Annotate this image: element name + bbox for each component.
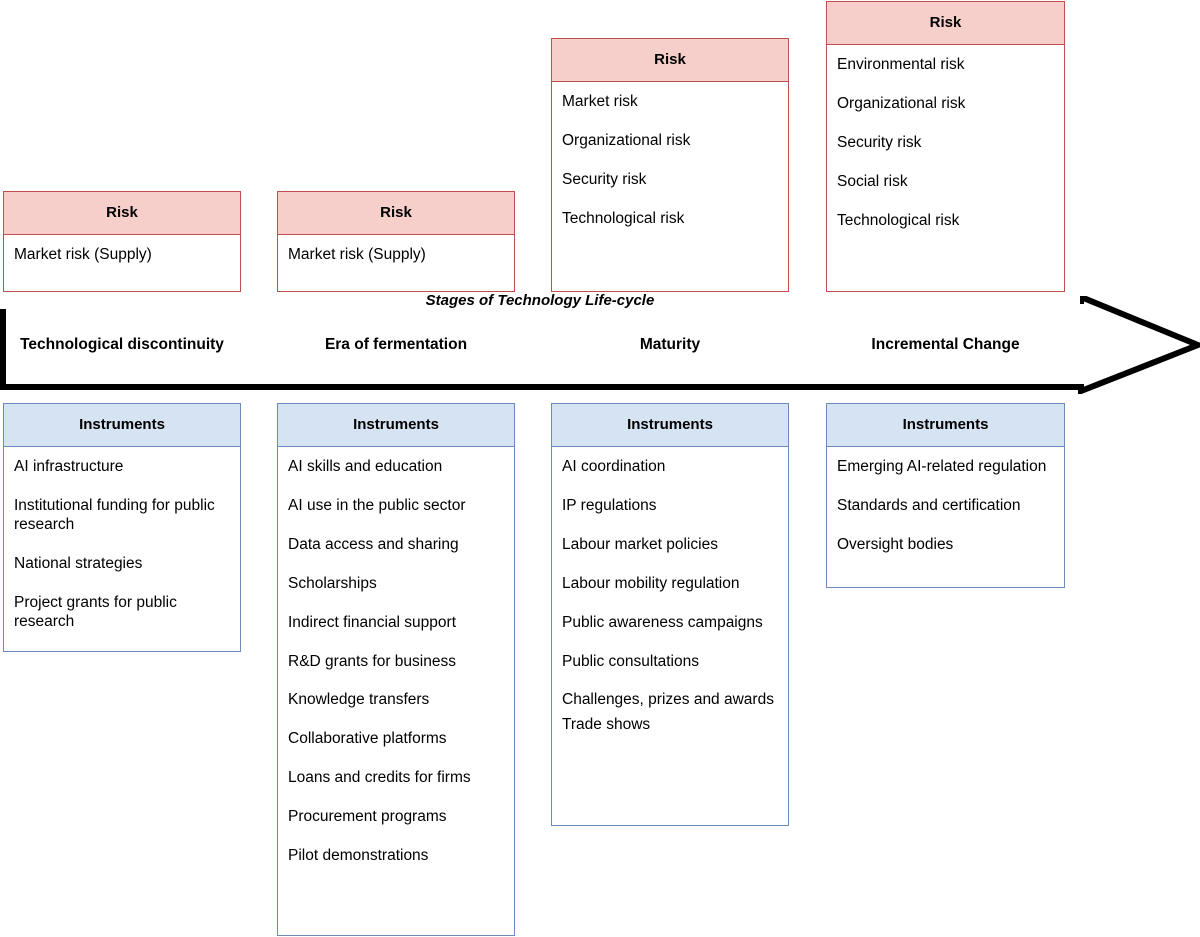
- instruments-card-technological-discontinuity: Instruments AI infrastructure Institutio…: [3, 403, 241, 652]
- risk-card-body: Market risk (Supply): [278, 235, 514, 275]
- instruments-card-maturity: Instruments AI coordination IP regulatio…: [551, 403, 789, 826]
- instrument-item: AI infrastructure: [14, 458, 124, 475]
- risk-item: Environmental risk: [837, 56, 965, 73]
- instruments-card-incremental-change: Instruments Emerging AI-related regulati…: [826, 403, 1065, 588]
- risk-card-title: Risk: [4, 192, 240, 235]
- instrument-item: Pilot demonstrations: [288, 847, 429, 865]
- instruments-card-body: Emerging AI-related regulation Standards…: [827, 447, 1064, 565]
- instrument-item: R&D grants for business: [288, 652, 456, 670]
- risk-card-technological-discontinuity: Risk Market risk (Supply): [3, 191, 241, 292]
- risk-card-body: Market risk (Supply): [4, 235, 240, 275]
- instruments-card-body: AI infrastructure Institutional funding …: [4, 447, 240, 641]
- risk-item: Organizational risk: [837, 94, 966, 112]
- instrument-item: Data access and sharing: [288, 535, 459, 553]
- instruments-card-title: Instruments: [827, 404, 1064, 447]
- risk-item: Security risk: [562, 170, 647, 188]
- instruments-card-title: Instruments: [278, 404, 514, 447]
- instrument-item: IP regulations: [562, 496, 657, 514]
- instrument-item: Scholarships: [288, 574, 377, 592]
- stage-label-technological-discontinuity: Technological discontinuity: [20, 336, 224, 353]
- instrument-item: Labour market policies: [562, 535, 718, 553]
- instrument-item: Oversight bodies: [837, 535, 954, 553]
- instrument-item: National strategies: [14, 554, 143, 572]
- stage-label-era-of-fermentation: Era of fermentation: [324, 336, 468, 353]
- instrument-item: Procurement programs: [288, 808, 447, 826]
- instrument-item: Public awareness campaigns: [562, 613, 763, 631]
- risk-item: Technological risk: [562, 209, 685, 227]
- instrument-item: Loans and credits for firms: [288, 769, 471, 787]
- risk-item: Organizational risk: [562, 131, 691, 149]
- stage-label-maturity: Maturity: [639, 336, 701, 353]
- risk-card-era-of-fermentation: Risk Market risk (Supply): [277, 191, 515, 292]
- risk-item: Social risk: [837, 172, 908, 190]
- instrument-item: AI use in the public sector: [288, 496, 466, 514]
- instruments-card-body: AI skills and education AI use in the pu…: [278, 447, 514, 876]
- risk-item: Market risk (Supply): [288, 246, 426, 263]
- risk-card-title: Risk: [552, 39, 788, 82]
- instruments-card-body: AI coordination IP regulations Labour ma…: [552, 447, 788, 745]
- risk-item: Market risk (Supply): [14, 246, 152, 263]
- instrument-item: Labour mobility regulation: [562, 574, 740, 592]
- instrument-item: Institutional funding for public researc…: [14, 496, 215, 533]
- stage-label-incremental-change: Incremental Change: [871, 336, 1020, 353]
- technology-lifecycle-arrow: [0, 296, 1200, 394]
- instrument-item: Knowledge transfers: [288, 691, 430, 709]
- risk-item: Technological risk: [837, 211, 960, 229]
- instrument-item: Public consultations: [562, 652, 699, 670]
- instruments-card-era-of-fermentation: Instruments AI skills and education AI u…: [277, 403, 515, 936]
- instrument-item: AI coordination: [562, 458, 666, 475]
- instrument-item: Collaborative platforms: [288, 730, 447, 748]
- instruments-card-title: Instruments: [4, 404, 240, 447]
- risk-card-maturity: Risk Market risk Organizational risk Sec…: [551, 38, 789, 292]
- risk-card-body: Environmental risk Organizational risk S…: [827, 45, 1064, 241]
- risk-card-title: Risk: [827, 2, 1064, 45]
- instrument-item: Project grants for public research: [14, 593, 177, 630]
- instrument-item: Emerging AI-related regulation: [837, 458, 1047, 475]
- instrument-item: Trade shows: [562, 716, 651, 734]
- instruments-card-title: Instruments: [552, 404, 788, 447]
- risk-card-title: Risk: [278, 192, 514, 235]
- risk-item: Security risk: [837, 133, 922, 151]
- risk-card-body: Market risk Organizational risk Security…: [552, 82, 788, 239]
- instrument-item: Indirect financial support: [288, 613, 457, 631]
- risk-card-incremental-change: Risk Environmental risk Organizational r…: [826, 1, 1065, 292]
- risk-item: Market risk: [562, 93, 638, 110]
- instrument-item: Standards and certification: [837, 496, 1021, 514]
- instrument-item: AI skills and education: [288, 458, 443, 475]
- instrument-item: Challenges, prizes and awards: [562, 691, 774, 709]
